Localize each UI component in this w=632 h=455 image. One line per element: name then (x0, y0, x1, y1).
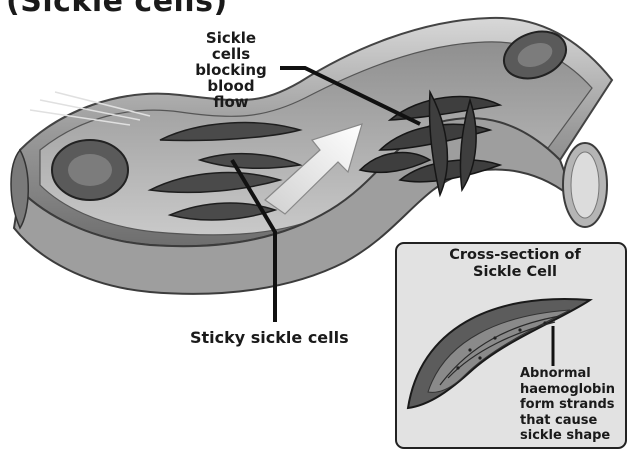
sticky-label: Sticky sickle cells (190, 328, 349, 347)
cross-section-title: Cross-section of Sickle Cell (406, 247, 624, 281)
diagram-title: (Sickle cells) (6, 0, 228, 19)
normal-red-blood-cell (52, 140, 128, 200)
blocking-label: Sickle cells blocking blood flow (188, 30, 274, 110)
abnormal-label: Abnormal haemoglobin form strands that c… (520, 366, 630, 444)
